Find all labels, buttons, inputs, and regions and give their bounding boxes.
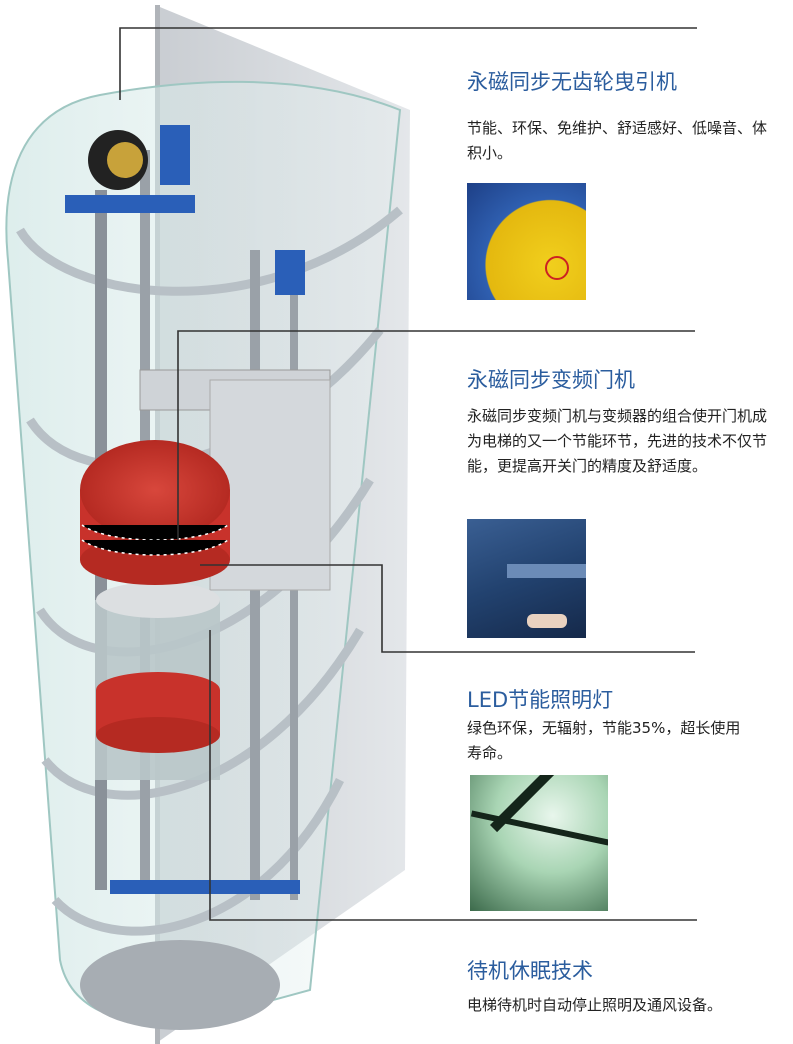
- feature-desc-door: 永磁同步变频门机与变频器的组合使开门机成为电梯的又一个节能环节，先进的技术不仅节…: [467, 407, 768, 475]
- feature-title-led: LED节能照明灯: [467, 688, 614, 712]
- led-light-photo: [470, 775, 608, 911]
- traction-machine-photo: [467, 183, 586, 300]
- feature-desc-standby: 电梯待机时自动停止照明及通风设备。: [467, 996, 723, 1014]
- feature-title-standby: 待机休眠技术: [467, 959, 593, 983]
- callout-lines: [119, 27, 697, 921]
- feature-title-traction: 永磁同步无齿轮曳引机: [467, 70, 677, 94]
- door-machine-photo: [467, 519, 586, 638]
- no-hammer-icon: [545, 256, 569, 280]
- feature-desc-led: 绿色环保，无辐射，节能35%，超长使用寿命。: [467, 719, 741, 762]
- feature-desc-traction: 节能、环保、免维护、舒适感好、低噪音、体积小。: [467, 119, 768, 162]
- feature-title-door: 永磁同步变频门机: [467, 368, 635, 392]
